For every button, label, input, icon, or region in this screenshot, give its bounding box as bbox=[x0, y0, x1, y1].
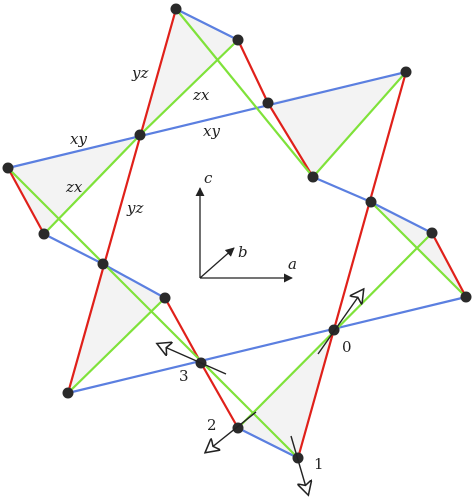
site-label-0: 0 bbox=[342, 338, 352, 356]
bonds bbox=[7, 8, 467, 459]
atom bbox=[365, 196, 377, 208]
triangle-upper-right bbox=[268, 72, 406, 177]
atom bbox=[2, 162, 14, 174]
atom bbox=[232, 34, 244, 46]
triangle-bottom bbox=[238, 330, 334, 458]
yz-bond bbox=[66, 8, 178, 394]
triangle-top bbox=[140, 9, 238, 135]
atom bbox=[159, 292, 171, 304]
axis-b-arrow bbox=[199, 247, 235, 279]
bond-label-zx-left: zx bbox=[65, 178, 83, 196]
yz-bond bbox=[431, 232, 467, 298]
atom bbox=[97, 258, 109, 270]
site-label-1: 1 bbox=[314, 455, 324, 473]
bond-label-yz-top: yz bbox=[131, 64, 148, 82]
xy-bond bbox=[67, 295, 467, 395]
bond-label-xy-top-right: xy bbox=[203, 122, 220, 140]
zx-bond bbox=[312, 71, 407, 178]
atom bbox=[307, 171, 319, 183]
atoms bbox=[2, 3, 472, 464]
bond-label-xy-left: xy bbox=[70, 130, 87, 148]
zx-bond bbox=[370, 201, 467, 298]
spin-arrow-site-0 bbox=[317, 290, 363, 355]
xy-bond bbox=[175, 8, 239, 41]
zx-bond bbox=[67, 297, 166, 394]
atom bbox=[170, 3, 182, 15]
xy-bond bbox=[43, 233, 104, 265]
yz-bond bbox=[267, 102, 314, 178]
xy-bond bbox=[7, 70, 407, 170]
bond-label-yz-left: yz bbox=[126, 199, 143, 217]
spin-arrow-site-3 bbox=[158, 344, 227, 375]
atom-site-2 bbox=[232, 422, 244, 434]
atom bbox=[38, 228, 50, 240]
spin-arrow-site-2 bbox=[206, 411, 257, 452]
zx-bond bbox=[139, 39, 239, 136]
labels: yz zx xy xy zx yz c b a 0 1 2 3 bbox=[65, 64, 352, 473]
bond-label-zx-top: zx bbox=[192, 86, 210, 104]
xy-bond bbox=[370, 201, 433, 234]
crystal-axes bbox=[195, 187, 293, 283]
atom bbox=[62, 387, 74, 399]
zx-bond bbox=[7, 167, 299, 459]
atom bbox=[426, 227, 438, 239]
zx-bond bbox=[175, 8, 314, 178]
triangle-lower-left bbox=[68, 264, 165, 393]
yz-bond bbox=[200, 362, 239, 429]
spin-arrow-site-1 bbox=[290, 435, 308, 494]
atom bbox=[262, 97, 274, 109]
xy-bond bbox=[102, 263, 166, 299]
site-label-3: 3 bbox=[179, 367, 189, 385]
atom bbox=[460, 291, 472, 303]
axis-label-a: a bbox=[288, 255, 297, 273]
axis-label-c: c bbox=[204, 169, 213, 187]
yz-bond bbox=[237, 39, 269, 104]
xy-bond bbox=[237, 427, 299, 459]
atom bbox=[134, 129, 146, 141]
atom bbox=[400, 66, 412, 78]
site-label-2: 2 bbox=[207, 416, 217, 434]
yz-bond bbox=[7, 167, 45, 235]
zx-bond bbox=[43, 134, 141, 235]
axis-label-b: b bbox=[238, 243, 248, 261]
spin-arrows bbox=[158, 290, 363, 494]
yz-bond bbox=[164, 297, 202, 364]
xy-bond bbox=[312, 175, 372, 204]
yz-bond bbox=[296, 71, 408, 459]
